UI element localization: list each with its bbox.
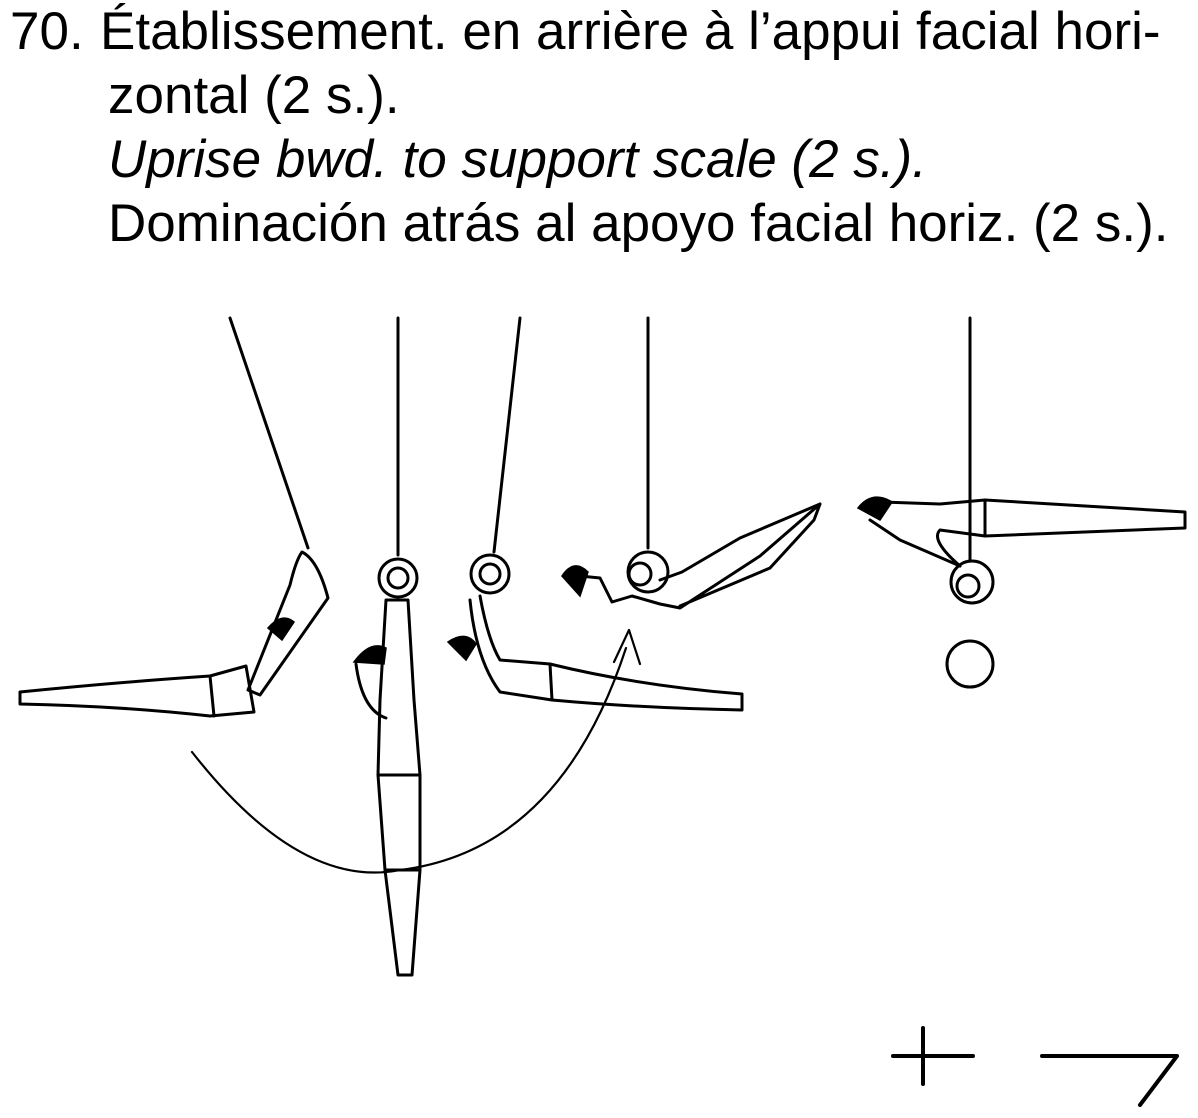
figure-uprise bbox=[446, 316, 744, 712]
figure-press bbox=[561, 316, 822, 610]
french-text-line-2: zontal (2 s.). bbox=[108, 66, 400, 125]
english-text: Uprise bwd. to support scale (2 s.). bbox=[108, 130, 927, 189]
french-text-line-1: 70. Établissement. en arrière à l’appui f… bbox=[10, 0, 1195, 64]
element-description: 70. Établissement. en arrière à l’appui f… bbox=[10, 0, 1195, 256]
figure-swing-back bbox=[18, 316, 330, 718]
figure-hang bbox=[352, 316, 422, 977]
swing-arc bbox=[190, 646, 628, 874]
spanish-text: Dominación atrás al apoyo facial horiz. … bbox=[108, 194, 1169, 253]
arc-arrowhead bbox=[612, 628, 642, 666]
french-text-start: Établissement. en arrière à l’appui faci… bbox=[100, 2, 1161, 61]
element-number: 70. bbox=[10, 2, 84, 61]
figure-support-scale bbox=[856, 316, 1187, 689]
difficulty-symbol bbox=[891, 1026, 1179, 1107]
